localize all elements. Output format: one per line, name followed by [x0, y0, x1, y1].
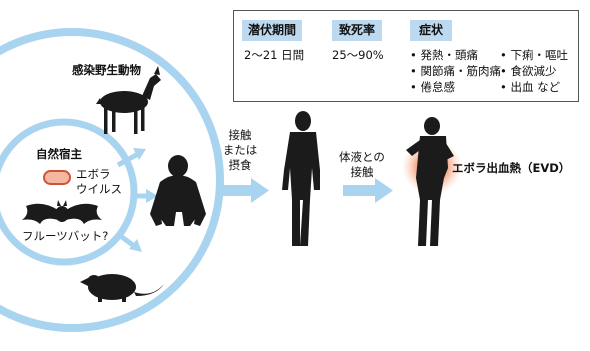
- wild-animals-label: 感染野生動物: [72, 63, 141, 77]
- symptoms-header: 症状: [410, 20, 452, 41]
- virus-icon: [43, 170, 71, 185]
- wild-animal-ring: [0, 28, 224, 332]
- contact-or-eating-label: 接触 または 摂食: [220, 128, 260, 173]
- arrow-to-gorilla: [131, 189, 158, 203]
- contact-label-line3: 摂食: [228, 158, 252, 172]
- incubation-value: 2〜21 日間: [244, 48, 305, 62]
- symptom-item: • 関節痛・筋肉痛: [410, 64, 501, 78]
- virus-label-line2: ウイルス: [76, 182, 122, 196]
- symptom-item: • 下痢・嘔吐: [500, 48, 568, 62]
- arrow-to-deer: [116, 148, 146, 168]
- bat-icon: [22, 200, 102, 224]
- symptom-item: • 発熱・頭痛: [410, 48, 478, 62]
- gorilla-icon: [150, 155, 206, 226]
- symptom-item: • 食欲減少: [500, 64, 557, 78]
- arrow-to-rodent: [116, 232, 142, 252]
- fruit-bat-label: フルーツバット?: [22, 229, 109, 243]
- fluid-label-line1: 体液との: [339, 150, 385, 164]
- virus-label-line1: エボラ: [76, 167, 111, 181]
- symptom-item: • 倦怠感: [410, 80, 455, 94]
- symptoms-list-1: • 発熱・頭痛 • 関節痛・筋肉痛 • 倦怠感: [410, 47, 501, 95]
- body-fluid-contact-label: 体液との 接触: [334, 150, 390, 180]
- fluid-label-line2: 接触: [350, 165, 374, 179]
- mortality-header: 致死率: [332, 20, 382, 41]
- symptoms-list-2: • 下痢・嘔吐 • 食欲減少 • 出血 など: [500, 47, 568, 95]
- info-box: 潜伏期間 2〜21 日間 致死率 25〜90% 症状 • 発熱・頭痛 • 関節痛…: [233, 10, 579, 102]
- natural-host-label: 自然宿主: [36, 147, 82, 161]
- symptom-item: • 出血 など: [500, 80, 561, 94]
- human-icon: [282, 111, 320, 246]
- rodent-icon: [80, 274, 164, 302]
- mortality-value: 25〜90%: [332, 48, 384, 62]
- disease-label: エボラ出血熱（EVD）: [452, 161, 571, 175]
- contact-label-line1: 接触: [228, 128, 252, 142]
- contact-label-line2: または: [222, 143, 258, 157]
- arrow-to-human: [219, 178, 269, 203]
- natural-host-ring: [0, 118, 138, 266]
- deer-icon: [96, 66, 161, 134]
- arrow-to-patient: [343, 178, 393, 203]
- sick-human-icon: [406, 117, 454, 246]
- incubation-header: 潜伏期間: [242, 20, 302, 41]
